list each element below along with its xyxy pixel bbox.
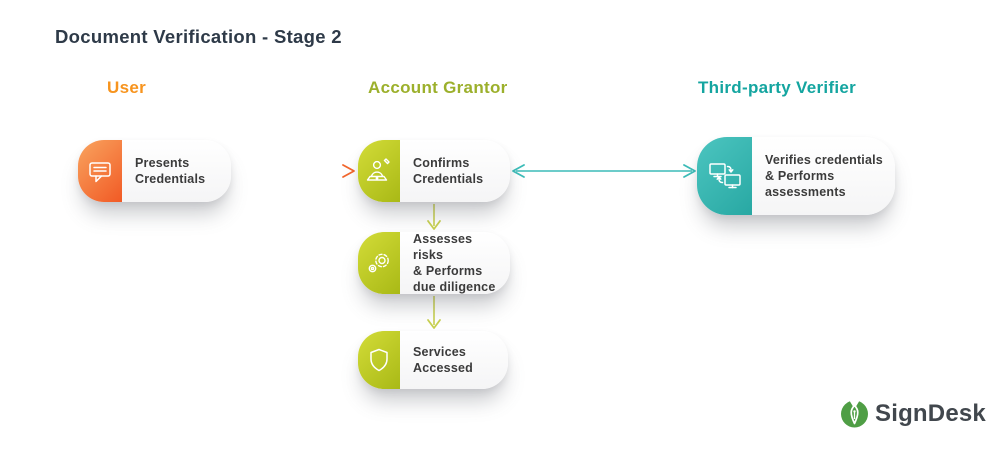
card-services-accessed: Services Accessed	[358, 331, 508, 389]
page-title: Document Verification - Stage 2	[55, 26, 342, 47]
signdesk-logo-text: SignDesk	[875, 399, 986, 427]
monitors-sync-icon	[697, 137, 752, 215]
arrow-confirms-to-assesses	[427, 204, 441, 230]
signdesk-logo: SignDesk	[838, 396, 986, 431]
column-header-user: User	[107, 78, 147, 97]
card-assesses-risks: Assesses risks & Performs due diligence	[358, 232, 510, 294]
card-presents-credentials: Presents Credentials	[78, 140, 231, 202]
card-verifies-credentials: Verifies credentials & Performs assessme…	[697, 137, 895, 215]
card-label: Verifies credentials & Performs assessme…	[765, 153, 883, 199]
card-confirms-credentials: Confirms Credentials	[358, 140, 510, 202]
arrow-presents-to-confirms	[233, 164, 355, 178]
shield-icon	[358, 331, 400, 389]
speech-bubble-icon	[78, 140, 122, 202]
card-label: Services Accessed	[413, 345, 473, 375]
card-label: Confirms Credentials	[413, 156, 484, 186]
column-header-third-party-verifier: Third-party Verifier	[698, 78, 857, 97]
signdesk-logo-icon	[841, 399, 868, 428]
arrow-assesses-to-services	[427, 296, 441, 329]
column-header-account-grantor: Account Grantor	[368, 78, 508, 97]
user-laptop-icon	[358, 140, 400, 202]
arrow-confirms-verifies-bidirectional	[512, 164, 696, 178]
gears-icon	[358, 232, 400, 294]
card-label: Assesses risks & Performs due diligence	[413, 232, 496, 294]
card-label: Presents Credentials	[135, 156, 206, 186]
